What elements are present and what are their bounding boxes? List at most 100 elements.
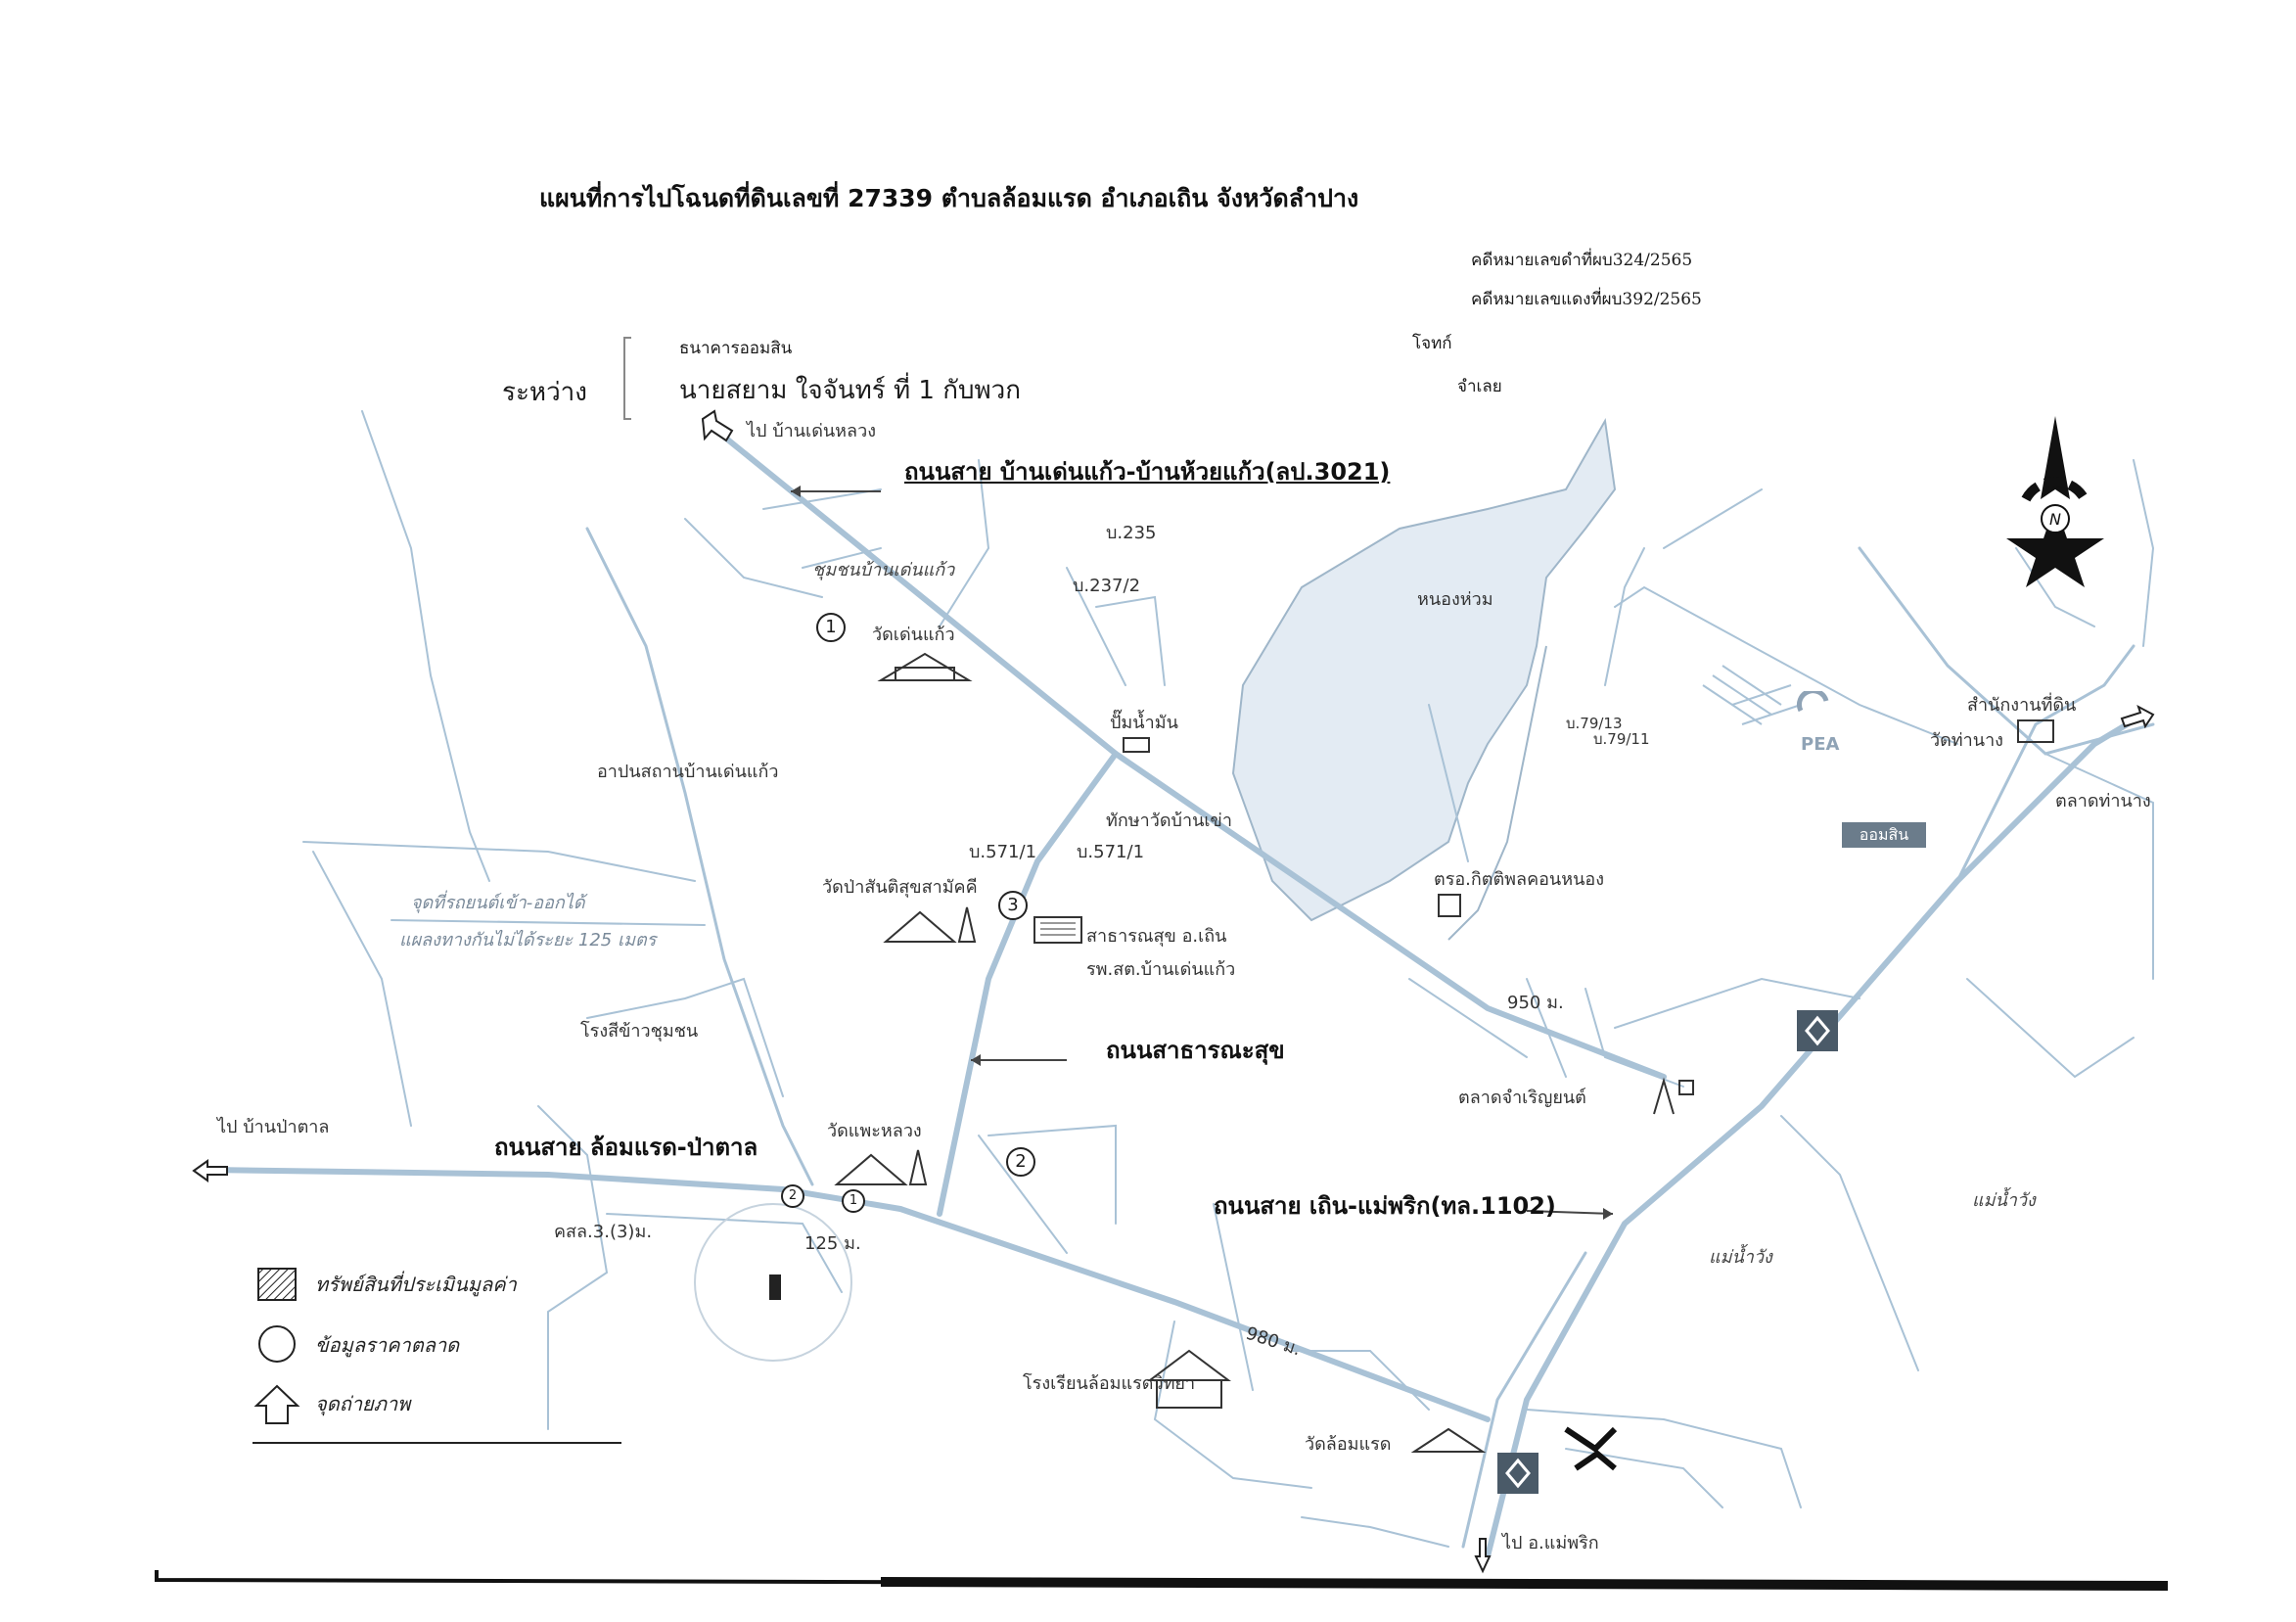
access-note-1: จุดที่รถยนต์เข้า-ออกได้ [411, 893, 585, 913]
land-office-label: สำนักงานที่ดิน [1967, 695, 2077, 716]
north-arrow-icon: N [2006, 416, 2104, 587]
market-data-marker-2: 2 [1006, 1147, 1035, 1177]
road-tha-nang [1858, 546, 2155, 756]
ksl-label: คสล.3.(3)ม. [554, 1222, 653, 1242]
to-ban-den-luang-label: ไป บ้านเด่นหลวง [747, 421, 876, 441]
temple-icon [877, 652, 973, 681]
rice-mill-label: โรงสีข้าวชุมชน [580, 1021, 699, 1042]
case-black-number: คดีหมายเลขดำที่ผบ324/2565 [1471, 251, 1693, 270]
temple-icon [883, 906, 977, 943]
map-title: แผนที่การไปโฉนดที่ดินเลขที่ 27339 ตำบลล้… [539, 184, 1359, 212]
wat-pa-label: วัดป่าสันติสุขสามัคคี [822, 877, 978, 898]
defendant-name: นายสยาม ใจจันทร์ ที่ 1 กับพวก [679, 376, 1021, 405]
bank-icon [1497, 1453, 1538, 1494]
water-tower-label: ปั๊มน้ำมัน [1110, 713, 1178, 733]
lane-9 [302, 841, 696, 882]
land-office-icon [2017, 719, 2054, 743]
arrow-to-den-luang [701, 409, 734, 442]
lane-34 [2133, 459, 2155, 647]
plaintiff-name: ธนาคารออมสิน [679, 339, 793, 358]
pointer-head-3 [1603, 1208, 1613, 1220]
north-label: N [2049, 510, 2061, 529]
swamp-area [1231, 417, 1617, 922]
building-icon [1033, 916, 1082, 944]
wat-tha-nang-label: วัดท่านาง [1930, 730, 2003, 751]
lane-6 [939, 459, 990, 627]
pointer-head-1 [791, 486, 801, 497]
lane-16 [1584, 988, 1684, 1088]
wat-lomraet-label: วัดล้อมแรด [1305, 1434, 1392, 1455]
to-ban-pa-tan-label: ไป บ้านป่าตาล [217, 1117, 330, 1137]
lane-7 [585, 527, 814, 1186]
lane-15 [1213, 1203, 1254, 1391]
barrier-icon [1564, 1426, 1618, 1471]
lane-28 [537, 1105, 609, 1430]
police-icon [1438, 894, 1461, 917]
water-tower-icon [1123, 737, 1150, 753]
lane-3 [802, 547, 882, 569]
lane-31 [1565, 1448, 1723, 1508]
header-bracket [623, 337, 631, 420]
temple-icon [834, 1149, 928, 1185]
pea-label: PEA [1801, 734, 1840, 755]
lane-23 [1153, 1321, 1312, 1489]
lane-29 [1408, 978, 1528, 1058]
lane-1 [684, 518, 823, 598]
house-79-11-label: บ.79/11 [1593, 730, 1650, 748]
road-3021-label: ถนนสาย บ้านเด่นแก้ว-บ้านห้วยแก้ว(ลป.3021… [904, 458, 1391, 486]
health-center-label: อาปนสถานบ้านเด่นแก้ว [597, 762, 779, 782]
legend-appraised-swatch-icon [257, 1268, 297, 1301]
market-icon [1653, 1077, 1694, 1115]
swamp-channel [1447, 645, 1547, 941]
lane-14 [978, 1135, 1068, 1254]
lane-26 [2044, 753, 2154, 980]
lane-22 [1780, 1115, 1919, 1371]
access-note-2: แผลงทางกันไม่ได้ระยะ 125 เมตร [399, 930, 657, 950]
market-label: ตลาดจำเริญยนต์ [1458, 1088, 1586, 1108]
lane-33 [2015, 547, 2095, 627]
lane-32 [1604, 547, 1645, 686]
lane-12 [606, 1213, 843, 1293]
lane-11 [586, 977, 784, 1097]
lane-20 [1526, 978, 1567, 1078]
road-1102-label: ถนนสาย เถิน-แม่พริก(ทล.1102) [1214, 1192, 1556, 1220]
road-lomraet-label: ถนนสาย ล้อมแรด-ป่าตาล [494, 1134, 758, 1161]
road-to-1102 [897, 1206, 1491, 1422]
lane-35 [1291, 1350, 1430, 1411]
legend-market-data-circle-icon [258, 1325, 296, 1363]
lane-17 [1428, 704, 1469, 862]
lane-13 [987, 1124, 1117, 1225]
house-79-13-label: บ.79/13 [1566, 715, 1623, 732]
road-1102-parallel [1461, 1251, 1587, 1549]
arrow-to-pa-tan [192, 1159, 228, 1182]
tha-nang-market-label: ตลาดท่านาง [2055, 791, 2151, 811]
legend-market-data-label: ข้อมูลราคาตลาด [315, 1333, 460, 1357]
lane-4 [1066, 567, 1126, 686]
swamp-label: หนองห่วม [1417, 589, 1493, 610]
distance-125-label: 125 ม. [804, 1233, 861, 1254]
lane-5 [1095, 595, 1166, 686]
road-public-health [937, 751, 1119, 1217]
community-label: ชุมชนบ้านเด่นแก้ว [812, 560, 955, 580]
legend-photo-point-icon [253, 1384, 300, 1424]
lane-21 [1614, 977, 1860, 1029]
road-1102 [1485, 712, 2146, 1559]
wat-ban-sao-label: ทักษาวัดบ้านเข่า [1106, 811, 1232, 831]
lane-19 [1663, 488, 1763, 549]
plaintiff-role: โจทก์ [1412, 334, 1452, 353]
house-235-label: บ.235 [1106, 523, 1157, 543]
road-ne [1955, 644, 2135, 883]
defendant-role: จำเลย [1457, 377, 1502, 396]
bank-sign: ออมสิน [1842, 822, 1926, 848]
hospital-label: รพ.สต.บ้านเด่นแก้ว [1086, 959, 1236, 980]
radius-circle [694, 1203, 852, 1362]
road-public-health-label: ถนนสาธารณะสุข [1106, 1037, 1285, 1064]
arrow-to-mae-phrik [1474, 1538, 1492, 1574]
pea-logo-icon [1797, 691, 1829, 713]
lane-2 [762, 488, 882, 510]
road-3021 [702, 418, 1667, 1080]
school-icon [1147, 1349, 1231, 1409]
market-data-marker-3: 3 [998, 891, 1028, 920]
lots-near-pea [1702, 665, 1802, 725]
legend-photo-point-label: จุดถ่ายภาพ [315, 1392, 411, 1415]
